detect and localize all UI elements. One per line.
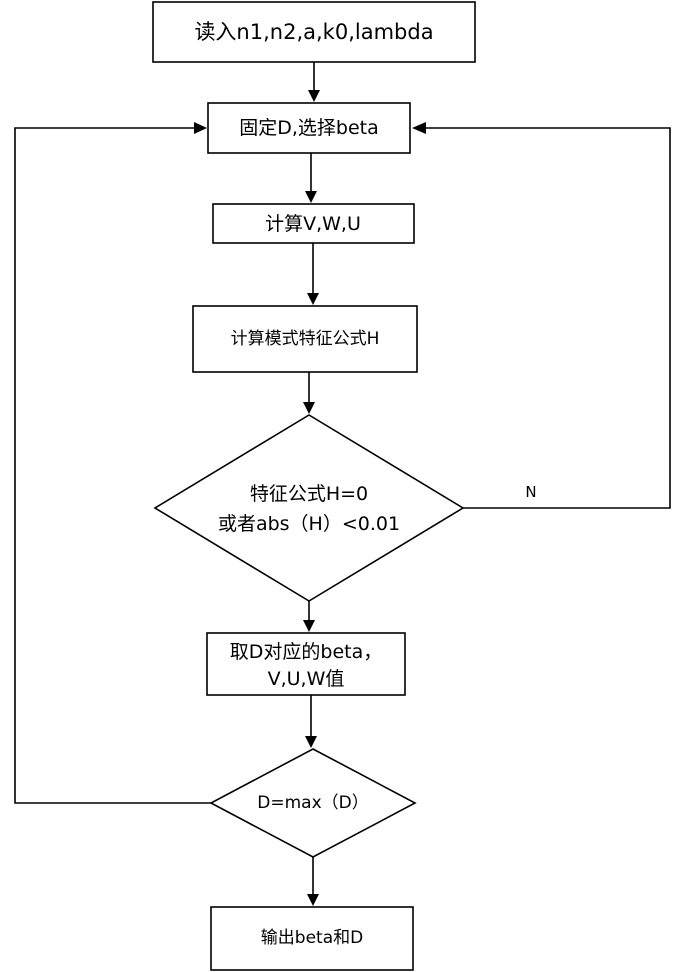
node-check-h-label-2: 或者abs（H）<0.01 (218, 513, 400, 535)
node-fix-d: 固定D,选择beta (207, 102, 411, 154)
node-output: 输出beta和D (210, 906, 414, 971)
edge-mode-to-check (303, 372, 315, 414)
node-d-max-label: D=max（D） (257, 793, 368, 813)
node-output-label: 输出beta和D (261, 928, 363, 948)
edge-dmax-to-output (307, 857, 319, 906)
edge-check-no-loop: N (412, 122, 671, 509)
node-compute-vwu: 计算V,W,U (212, 203, 415, 244)
edge-check-to-take (303, 601, 315, 632)
node-take-values-label-2: V,U,W值 (268, 668, 345, 690)
edge-take-to-dmax (305, 695, 317, 748)
node-read-input-label: 读入n1,n2,a,k0,lambda (194, 20, 433, 44)
node-fix-d-label: 固定D,选择beta (239, 117, 379, 139)
edge-fix-to-vwu (305, 153, 317, 203)
edge-label-no: N (525, 483, 536, 501)
edge-vwu-to-mode (307, 243, 319, 305)
edge-input-to-fix (308, 62, 320, 102)
edge-dmax-loop (14, 122, 211, 804)
node-take-values: 取D对应的beta， V,U,W值 (206, 632, 406, 696)
node-check-h-label-1: 特征公式H=0 (250, 483, 368, 505)
node-check-h: 特征公式H=0 或者abs（H）<0.01 (153, 414, 465, 602)
node-read-input: 读入n1,n2,a,k0,lambda (152, 1, 476, 63)
node-compute-mode-label: 计算模式特征公式H (231, 329, 380, 349)
node-compute-mode: 计算模式特征公式H (192, 305, 418, 373)
node-d-max: D=max（D） (209, 748, 417, 858)
node-take-values-label-1: 取D对应的beta， (230, 641, 382, 663)
node-compute-vwu-label: 计算V,W,U (265, 213, 361, 235)
